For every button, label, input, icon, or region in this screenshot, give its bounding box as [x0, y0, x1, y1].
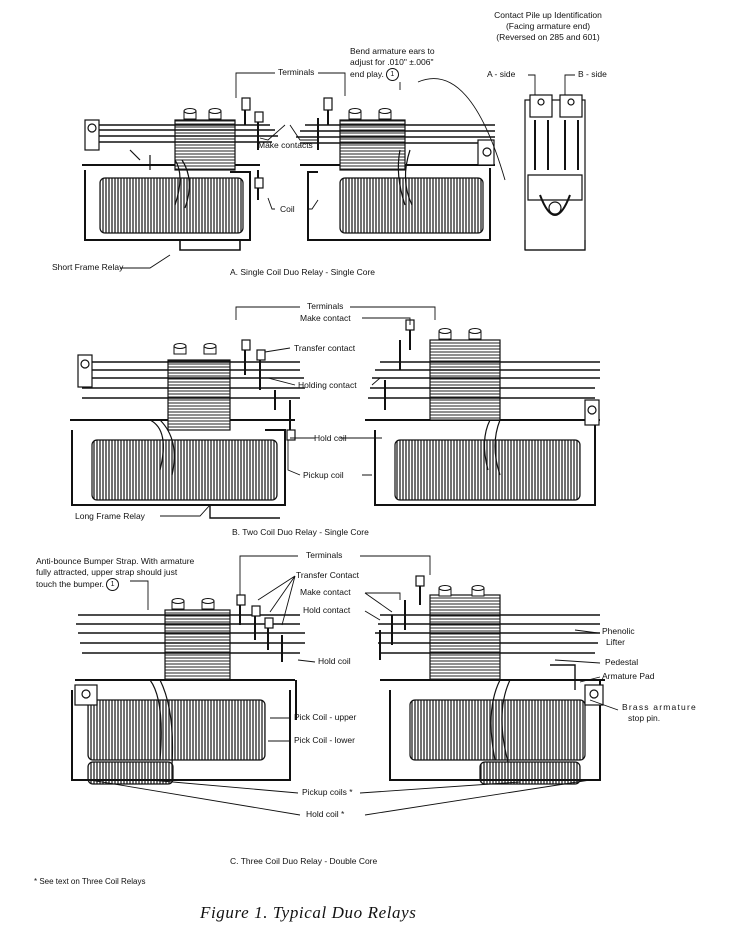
reference-marker-c: 1	[106, 578, 120, 591]
short-frame-label: Short Frame Relay	[52, 262, 124, 272]
bumper-note-line-2: fully attracted, upper strap should just	[36, 567, 178, 577]
make-contact-label-c: Make contact	[300, 587, 351, 597]
terminals-label-c: Terminals	[306, 550, 343, 560]
panel-c-caption: C. Three Coil Duo Relay - Double Core	[230, 856, 378, 866]
panel-b-caption: B. Two Coil Duo Relay - Single Core	[232, 527, 369, 537]
coil-winding	[339, 177, 484, 234]
panel-c-left-relay	[71, 594, 305, 785]
terminals-label-a: Terminals	[278, 67, 315, 77]
panel-c-right-relay	[375, 575, 605, 785]
panel-a-leaders	[120, 72, 575, 269]
transfer-contact-label-b: Transfer contact	[294, 343, 356, 353]
hold-coil-label-c: Hold coil	[318, 656, 351, 666]
hold-coil-star-label: Hold coil *	[306, 809, 345, 819]
make-contacts-label: Make contacts	[258, 140, 313, 150]
bumper-note-text: touch the bumper.	[36, 578, 105, 589]
make-contact-label-b: Make contact	[300, 313, 351, 323]
bend-note-text: end play.	[350, 68, 384, 79]
pick-coil-lower-label: Pick Coil - lower	[294, 735, 355, 745]
panel-b-left-relay	[70, 339, 305, 519]
b-side-label: B - side	[578, 69, 607, 79]
hold-contact-label-c: Hold contact	[303, 605, 351, 615]
panel-a-caption: A. Single Coil Duo Relay - Single Core	[230, 267, 376, 277]
pick-coil-upper-label: Pick Coil - upper	[294, 712, 357, 722]
armature-pad-label: Armature Pad	[602, 671, 655, 681]
hold-coil-label-b: Hold coil	[314, 433, 347, 443]
pickup-coils-label: Pickup coils *	[302, 787, 353, 797]
pileup-title-line-3: (Reversed on 285 and 601)	[496, 32, 600, 42]
bend-note: Bend armature ears to adjust for .010" ±…	[350, 46, 435, 81]
coil-winding	[99, 177, 244, 234]
pedestal-label: Pedestal	[605, 657, 639, 667]
panel-a-right-relay	[296, 97, 495, 241]
panel-b-right-relay	[365, 319, 600, 506]
panel-b-leaders	[160, 306, 436, 517]
pileup-identification	[524, 94, 586, 251]
reference-marker: 1	[385, 68, 399, 81]
bend-note-line-1: Bend armature ears to	[350, 46, 435, 56]
bumper-note-line-1: Anti-bounce Bumper Strap. With armature	[36, 556, 195, 566]
bumper-note-line-3: touch the bumper.1	[36, 578, 194, 591]
long-frame-label: Long Frame Relay	[75, 511, 145, 521]
pickup-coil-label-b: Pickup coil	[303, 470, 344, 480]
pileup-title-line-2: (Facing armature end)	[505, 21, 591, 31]
bend-note-line-2: adjust for .010" ±.006"	[350, 57, 434, 67]
brass-line-1: Brass armature	[622, 702, 697, 712]
a-side-label: A - side	[487, 69, 516, 79]
coil-label: Coil	[280, 204, 295, 214]
phenolic-lifter-label: Phenolic Lifter	[602, 626, 635, 648]
phenolic-line-1: Phenolic	[602, 626, 635, 636]
pileup-title-line-1: Contact Pile up Identification	[494, 10, 602, 20]
pileup-title: Contact Pile up Identification (Facing a…	[478, 10, 618, 43]
footnote: * See text on Three Coil Relays	[34, 877, 146, 886]
terminals-label-b: Terminals	[307, 301, 344, 311]
holding-contact-label: Holding contact	[298, 380, 357, 390]
bend-note-line-3: end play.1	[350, 68, 435, 81]
panel-a-left-relay	[82, 97, 278, 251]
transfer-contact-label-c: Transfer Contact	[296, 570, 359, 580]
figure-title: Figure 1. Typical Duo Relays	[200, 903, 417, 922]
panel-c-leaders	[89, 555, 619, 816]
bumper-note: Anti-bounce Bumper Strap. With armature …	[36, 556, 194, 591]
phenolic-line-2: Lifter	[606, 637, 625, 647]
brass-line-2: stop pin.	[628, 713, 661, 723]
brass-stop-pin-label: Brass armature stop pin.	[622, 702, 697, 724]
